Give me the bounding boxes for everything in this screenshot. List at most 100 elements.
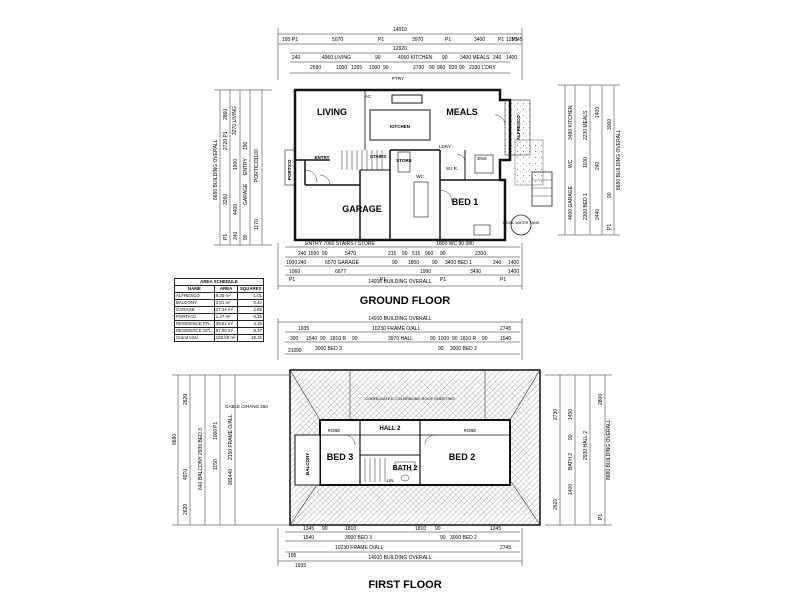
dim-label: 4060 KITCHEN xyxy=(398,55,433,61)
dim-label: P1 xyxy=(223,234,229,240)
dim-label: 6570 GARAGE xyxy=(325,260,360,266)
room-entry: ENTRY xyxy=(314,155,329,160)
dim-label: 90 xyxy=(435,526,441,532)
first-floor-title: FIRST FLOOR xyxy=(368,579,441,591)
dim-label: 2930 HALL 2 xyxy=(583,431,589,460)
dim-label: 90 xyxy=(568,434,574,440)
dim-label: 1810 R xyxy=(330,336,347,342)
dim-label: 90 xyxy=(432,260,438,266)
dim-label: 2745 xyxy=(500,326,511,332)
cell-name: PORTICO xyxy=(174,313,215,321)
dim-label: 4600 GARAGE xyxy=(568,185,574,220)
dim-label: 3490 xyxy=(470,269,481,275)
dim-label: 1935 xyxy=(298,326,309,332)
room-ptry: PTRY xyxy=(392,76,404,81)
room-bed2: BED 2 xyxy=(449,452,476,462)
dim-label: 2150 FRAME O/ALL xyxy=(228,414,234,460)
room-portico: PORTICO xyxy=(287,159,292,180)
dim-label: 5070 xyxy=(332,37,343,43)
first-top-overall: 14910 BUILDING OVERALL xyxy=(368,316,432,322)
dim-label: 90 xyxy=(352,336,358,342)
ground-floor-title: GROUND FLOOR xyxy=(360,295,450,307)
ground-top-row4: 2690 1000 1265 1000 90 2790 90 960 820 9… xyxy=(310,65,496,71)
ground-top-row3: 240 4960 LIVING 90 4060 KITCHEN 90 3400 … xyxy=(292,55,517,61)
table-row: RESIDENCE FFL 39.51 m² 4.25 xyxy=(174,320,264,328)
first-bottom-row3: 10230 FRAME O/ALL 2745 xyxy=(335,545,511,551)
dim-label: 90 xyxy=(440,251,446,257)
ground-right-labels: 3480 KITCHEN 2230 MEALS 1400 3000 WC 110… xyxy=(568,105,613,230)
robe-label-right: ROBE xyxy=(464,428,477,433)
table-row: RESIDENCE GFL 87.00 m² 9.37 xyxy=(174,327,264,335)
first-left-overall: 8680 xyxy=(172,434,178,445)
dim-label: 240 xyxy=(298,251,307,257)
dim-label: 1100 xyxy=(254,149,260,160)
dim-label: 90 xyxy=(429,65,435,71)
dim-label: 195 xyxy=(282,37,291,43)
cell-area: 1.47 m² xyxy=(213,313,239,321)
dim-label: 1810 xyxy=(415,526,426,532)
dim-label: 1810 R xyxy=(460,336,477,342)
ground-top-overall: 14910 xyxy=(393,27,407,33)
dim-label: 640 xyxy=(198,481,204,490)
first-bottom-row2: 1540 3000 BED 3 90 3000 BED 2 xyxy=(303,535,477,541)
dim-label: P1 xyxy=(289,277,295,283)
cell-name: Grand total xyxy=(174,334,215,342)
dim-label: 190 xyxy=(243,141,249,150)
dim-label: 90 xyxy=(442,55,448,61)
dim-label: 1150 xyxy=(213,459,219,470)
dim-label: 3260 xyxy=(223,194,229,205)
room-bed1: BED 1 xyxy=(452,197,479,207)
dim-label: P1 xyxy=(445,37,451,43)
portico-outline xyxy=(284,149,296,186)
room-hall2: HALL 2 xyxy=(380,426,402,432)
dim-label: 90 xyxy=(320,336,326,342)
dim-label: 1400 xyxy=(568,484,574,495)
dim-label: 1000 xyxy=(369,65,380,71)
water-tank-label: 2.100L WATER TANK xyxy=(503,221,540,225)
dim-label: 215 xyxy=(388,251,397,257)
dim-label: BATH 2 xyxy=(568,453,574,470)
dim-label: 90 xyxy=(296,348,302,354)
first-walls xyxy=(294,419,511,486)
dim-label: 240 xyxy=(493,260,502,266)
table-row: GARAGE 27.44 m² 2.95 xyxy=(174,306,264,314)
dim-label: P1 xyxy=(500,277,506,283)
dim-label: 2860 xyxy=(223,109,229,120)
room-stairs: STAIRS xyxy=(370,154,386,159)
col-header-squares: SQUARES xyxy=(237,285,264,293)
ground-walls xyxy=(293,88,512,242)
first-right-dimensions xyxy=(545,374,612,526)
dim-label: 3000 BED 3 xyxy=(345,535,372,541)
dim-label: 2820 xyxy=(183,394,189,405)
dim-label: 1540 xyxy=(303,535,314,541)
dim-label: 1450 xyxy=(568,409,574,420)
dim-label: 90 xyxy=(430,336,436,342)
dim-label: P1 xyxy=(378,37,384,43)
dim-label: 1000 xyxy=(438,336,449,342)
dim-label: 2230 MEALS xyxy=(583,110,589,140)
dim-label: 515 xyxy=(412,251,421,257)
dim-label: 10230 FRAME O/ALL xyxy=(335,545,384,551)
dim-label: 3970 xyxy=(412,37,423,43)
dim-label: P1 xyxy=(440,277,446,283)
room-bed3: BED 3 xyxy=(327,452,354,462)
side-yard-area xyxy=(514,139,544,186)
first-floor-plan: 14910 BUILDING OVERALL 1935 10230 FRAME … xyxy=(172,316,612,591)
ground-left-dimensions xyxy=(214,89,272,246)
first-top-row1: 1935 10230 FRAME O/ALL 2745 xyxy=(298,326,511,332)
dim-label: 240 xyxy=(493,55,502,61)
dim-label: 1400 xyxy=(595,107,601,118)
ground-top-dimensions xyxy=(277,28,523,80)
col-header-area: AREA xyxy=(213,285,239,293)
cell-area: 27.44 m² xyxy=(213,306,239,314)
dim-label: 1100 xyxy=(583,157,589,168)
ground-door-swings xyxy=(304,114,506,203)
cell-area: 39.51 m² xyxy=(213,320,239,328)
dim-label: 90 xyxy=(440,535,446,541)
dim-label: 45 xyxy=(517,37,523,43)
ground-stairs xyxy=(341,150,383,170)
first-left-labels: 2930 BED 3 2150 FRAME O/ALL 2820 BALCONY… xyxy=(183,394,234,515)
room-living: LIVING xyxy=(317,107,347,117)
dim-label: 3400 xyxy=(474,37,485,43)
